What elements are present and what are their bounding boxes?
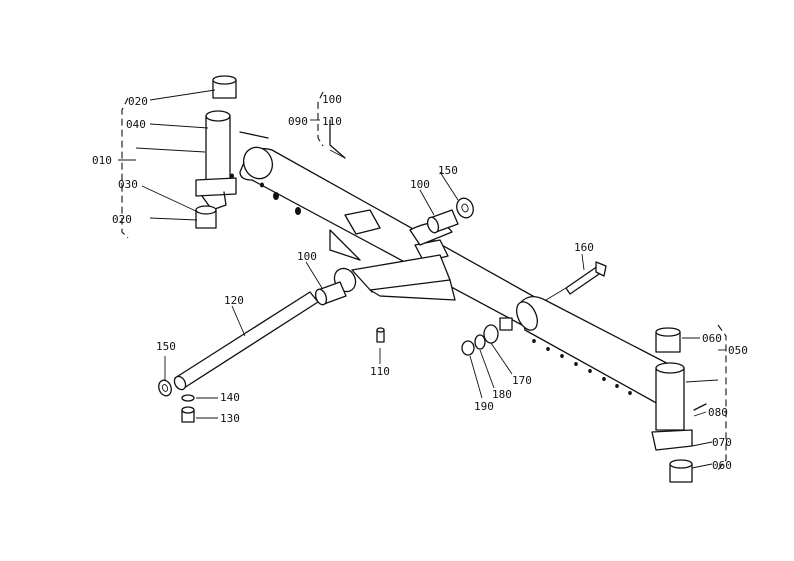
label-140: 140 (220, 391, 240, 404)
washer-140 (181, 394, 195, 402)
label-150-left: 150 (156, 340, 176, 353)
leader-lines (118, 89, 726, 469)
bushing-020-upper (212, 75, 237, 99)
label-170: 170 (512, 374, 532, 387)
bolt-130 (181, 406, 195, 423)
group-bracket-010 (121, 97, 129, 239)
bushing-060-upper (655, 327, 681, 353)
nut-190 (461, 340, 475, 356)
spacer-170 (483, 324, 499, 344)
tie-rod-120 (173, 291, 319, 391)
pin-040 (239, 131, 269, 139)
label-040: 040 (126, 118, 146, 131)
center-pivot-bracket (329, 209, 456, 301)
label-110-top: 110 (322, 115, 342, 128)
bushing-020-lower (195, 205, 217, 229)
group-bracket-090 (317, 91, 324, 147)
label-060-upper: 060 (702, 332, 722, 345)
label-150-right: 150 (438, 164, 458, 177)
label-180: 180 (492, 388, 512, 401)
label-050: 050 (728, 344, 748, 357)
label-160: 160 (574, 241, 594, 254)
bushing-060-lower (669, 459, 693, 483)
label-060-lower: 060 (712, 459, 732, 472)
washer-150-left (158, 379, 172, 397)
label-190: 190 (474, 400, 494, 413)
label-010: 010 (92, 154, 112, 167)
label-080: 080 (708, 406, 728, 419)
label-100-right: 100 (410, 178, 430, 191)
label-120: 120 (224, 294, 244, 307)
label-100-top: 100 (322, 93, 342, 106)
label-100-left: 100 (297, 250, 317, 263)
washer-150-right (456, 197, 474, 219)
grease-fitting-110 (376, 327, 385, 343)
label-020-upper: 020 (128, 95, 148, 108)
washer-180 (474, 334, 486, 350)
label-110-bottom: 110 (370, 365, 390, 378)
group-bracket-050 (717, 324, 727, 471)
right-knuckle-050 (651, 362, 707, 451)
bushing-100-left (314, 281, 347, 306)
part-labels: 020 040 010 030 020 090 100 110 100 150 … (92, 93, 748, 472)
label-030: 030 (118, 178, 138, 191)
label-070: 070 (712, 436, 732, 449)
grease-fitting-110-upper (329, 119, 346, 159)
label-130: 130 (220, 412, 240, 425)
axle-beam (230, 146, 681, 406)
label-090: 090 (288, 115, 308, 128)
spacer-170-bracket (499, 317, 513, 331)
bushing-100-right (426, 209, 459, 234)
bolt-160 (565, 261, 607, 295)
label-020-lower: 020 (112, 213, 132, 226)
left-knuckle-010 (195, 110, 237, 211)
